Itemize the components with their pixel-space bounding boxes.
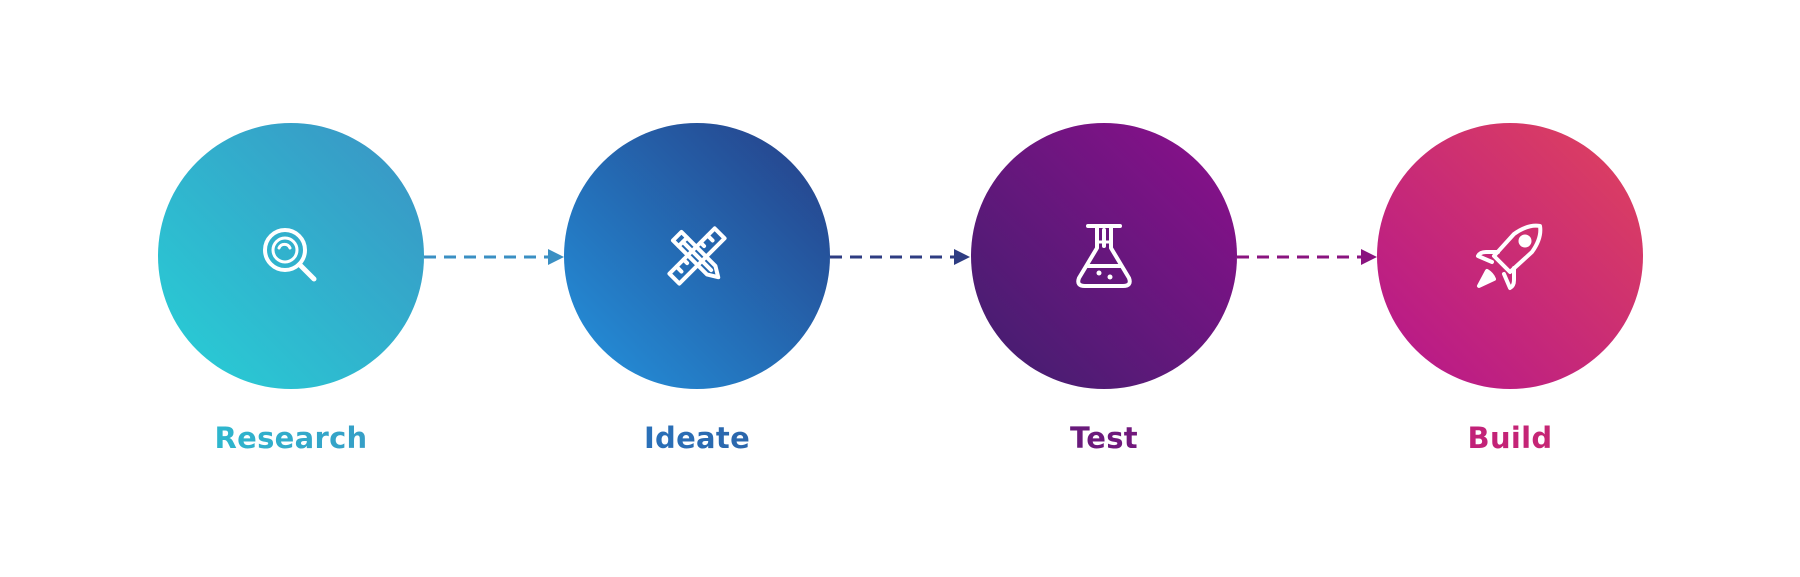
- connector-test-build: [1237, 245, 1387, 269]
- arrowhead-icon: [954, 249, 970, 265]
- step-label: Test: [931, 421, 1277, 455]
- step-ideate: Ideate: [564, 123, 830, 455]
- step-circle: [1377, 123, 1643, 389]
- step-test: Test: [971, 123, 1237, 455]
- rocket-icon: [1476, 223, 1543, 290]
- ruler-pencil-icon: [667, 226, 727, 286]
- arrowhead-icon: [1361, 249, 1377, 265]
- step-label: Research: [118, 421, 464, 455]
- step-label: Ideate: [524, 421, 870, 455]
- step-circle: [564, 123, 830, 389]
- step-circle: [158, 123, 424, 389]
- flask-icon: [1076, 224, 1132, 288]
- connector-research-ideate: [424, 245, 574, 269]
- connector-ideate-test: [830, 245, 980, 269]
- step-research: Research: [158, 123, 424, 455]
- step-build: Build: [1377, 123, 1643, 455]
- arrowhead-icon: [548, 249, 564, 265]
- step-label: Build: [1337, 421, 1683, 455]
- magnifier-icon: [263, 228, 317, 282]
- step-circle: [971, 123, 1237, 389]
